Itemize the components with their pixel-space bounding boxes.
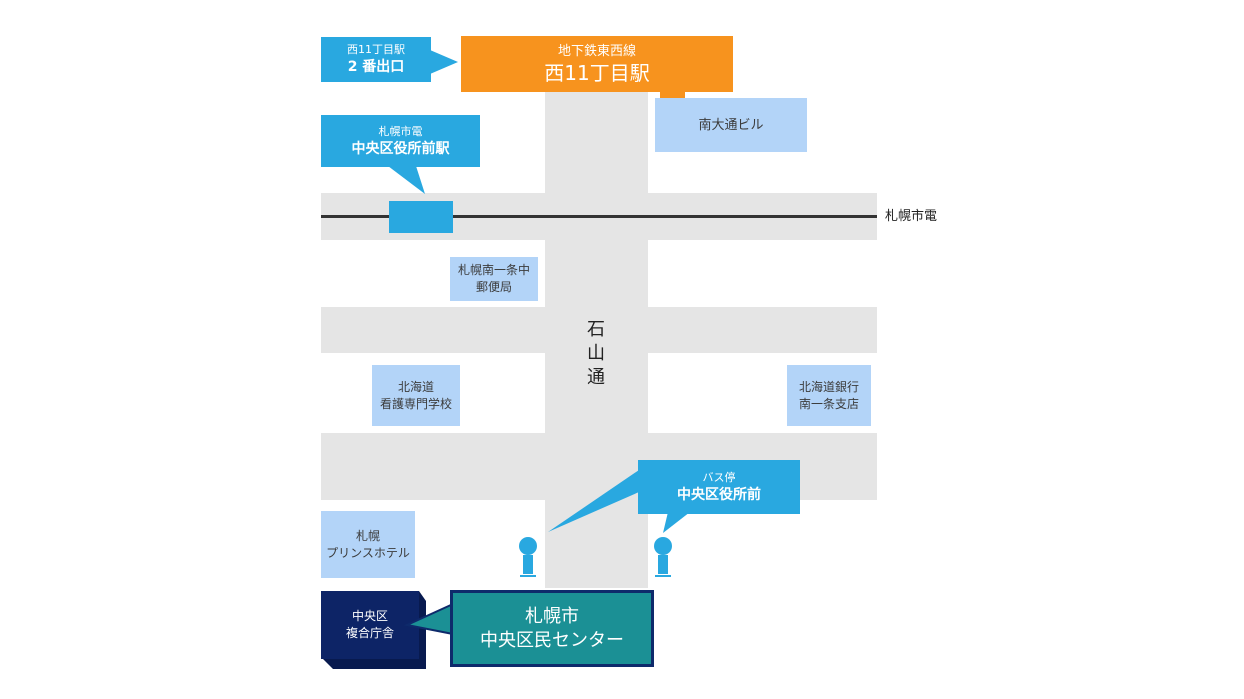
streetcar-callout-pointer: [388, 166, 425, 194]
subway-station-box[interactable]: 地下鉄東西線 西11丁目駅: [461, 36, 733, 92]
building-minami-odori[interactable]: 南大通ビル: [655, 98, 807, 152]
building-prince-hotel[interactable]: 札幌 プリンスホテル: [321, 511, 415, 578]
bus-callout-pointer-left: [548, 470, 639, 532]
streetcar-line-label: 札幌市電: [885, 209, 938, 224]
subway-exit-callout[interactable]: 西11丁目駅 2 番出口: [321, 37, 431, 82]
subway-exit-station: 西11丁目駅: [347, 43, 405, 56]
destination-callout-pointer: [403, 602, 454, 636]
bus-stop-type: バス停: [702, 470, 736, 484]
street-name-label: 石 山 通: [587, 319, 605, 388]
building-government-complex[interactable]: 中央区 複合庁舎: [321, 591, 419, 659]
streetcar-stop-callout[interactable]: 札幌市電 中央区役所前駅: [321, 115, 480, 167]
streetcar-stop-name: 中央区役所前駅: [351, 140, 450, 157]
building-post-office[interactable]: 札幌南一条中 郵便局: [450, 257, 538, 301]
bus-callout-pointer-right: [663, 512, 690, 533]
subway-station-name: 西11丁目駅: [544, 60, 650, 85]
building-hokkaido-bank[interactable]: 北海道銀行 南一条支店: [787, 365, 871, 426]
subway-exit-callout-pointer: [430, 50, 458, 74]
bus-stop-icon[interactable]: [518, 537, 538, 577]
bus-stop-callout[interactable]: バス停 中央区役所前: [638, 460, 800, 514]
bus-stop-name: 中央区役所前: [677, 486, 761, 503]
building-nursing-school[interactable]: 北海道 看護専門学校: [372, 365, 460, 426]
street-middle: [321, 307, 877, 353]
streetcar-rail-line: [321, 215, 877, 218]
streetcar-stop-marker[interactable]: [389, 201, 453, 233]
subway-station-tab: [660, 91, 685, 98]
bus-stop-icon[interactable]: [653, 537, 673, 577]
destination-chuo-ward-center[interactable]: 札幌市 中央区民センター: [450, 590, 654, 667]
subway-exit-number: 2 番出口: [347, 59, 405, 75]
streetcar-line-name: 札幌市電: [378, 124, 423, 138]
subway-line-name: 地下鉄東西線: [557, 43, 636, 59]
